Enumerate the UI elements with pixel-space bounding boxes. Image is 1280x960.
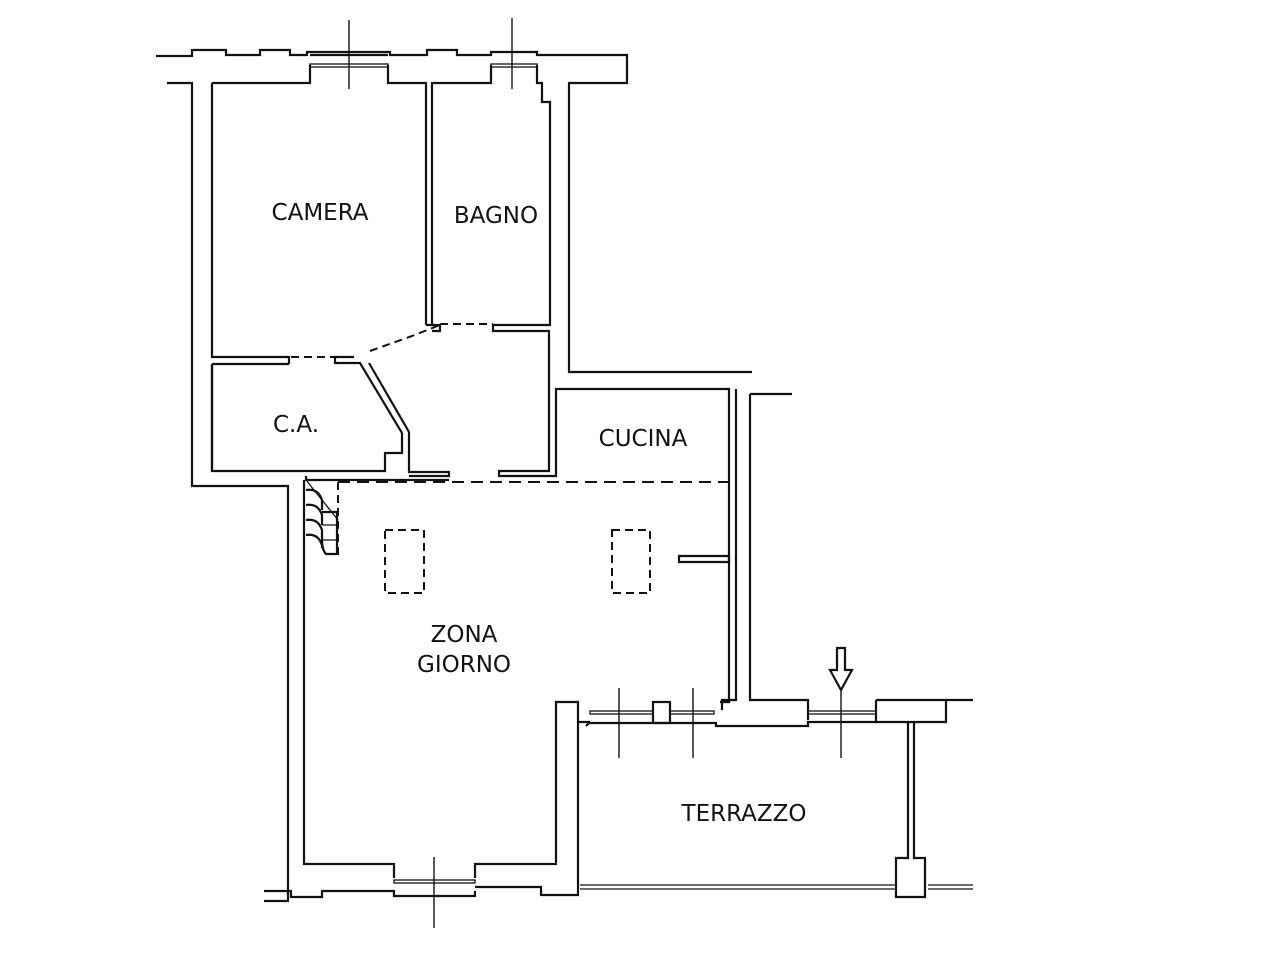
room-label-zona-giorno-line1: ZONA xyxy=(430,622,498,648)
dashed-openings xyxy=(291,323,735,594)
room-label-zona-giorno: ZONA GIORNO xyxy=(417,620,511,680)
exterior-walls xyxy=(156,48,752,903)
stairs xyxy=(305,479,339,556)
entrance-arrow-icon xyxy=(828,646,854,693)
room-label-zona-giorno-line2: GIORNO xyxy=(417,652,511,678)
room-label-cucina: CUCINA xyxy=(598,426,688,452)
interior-walls xyxy=(210,323,973,899)
window-axis-marks xyxy=(348,18,842,928)
room-label-terrazzo: TERRAZZO xyxy=(681,801,807,827)
room-label-bagno: BAGNO xyxy=(453,203,539,229)
windows xyxy=(309,53,877,884)
room-label-ca: C.A. xyxy=(272,412,320,438)
room-label-camera: CAMERA xyxy=(271,200,369,226)
